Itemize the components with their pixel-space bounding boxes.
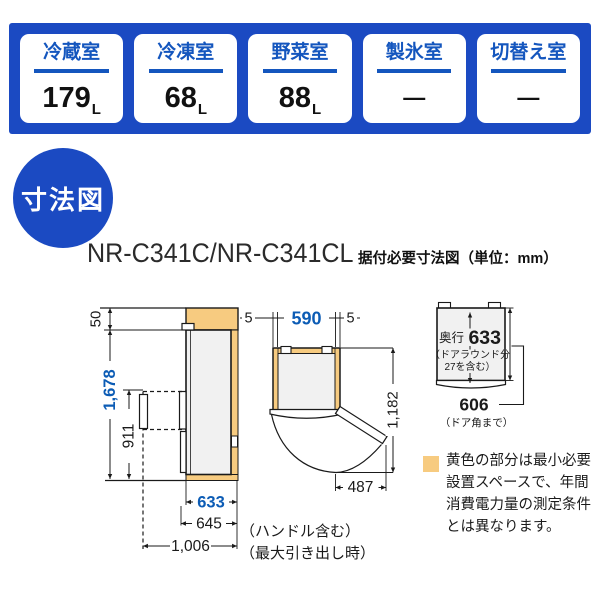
legend-yellow-swatch — [423, 456, 439, 472]
capacity-unit: L — [197, 101, 208, 118]
model-number: NR-C341C/NR-C341CL — [87, 238, 354, 268]
dim-clearance-left: 5 — [244, 311, 252, 327]
capacity-card-freezer: 冷凍室 68 L — [134, 34, 238, 123]
dim-depth-door-open: 1,182 — [385, 391, 402, 429]
legend-note: 黄色の部分は最小必要 設置スペースで、年間 消費電力量の測定条件 とは異なります… — [446, 450, 591, 538]
dim-door-corner: 606 — [459, 395, 488, 415]
pullout-drawer-dashed — [142, 390, 186, 549]
capacity-label: 冷凍室 — [157, 42, 215, 63]
depth-view-diagram: 奥行 633 （ドアラウンド分 27を含む） 606 （ドア角まで） — [430, 301, 525, 429]
depth-prefix: 奥行 — [439, 331, 464, 345]
capacity-value: 68 — [164, 81, 197, 114]
legend-line: 消費電力量の測定条件 — [446, 497, 591, 513]
capacity-value: — — [517, 85, 540, 110]
capacity-underline — [377, 69, 452, 73]
dim-depth-pullout: 1,006 — [171, 538, 210, 555]
dim-clearance-right: 5 — [346, 311, 354, 327]
legend-line: 黄色の部分は最小必要 — [446, 453, 591, 469]
caption-includes-handle: （ハンドル含む） — [240, 523, 361, 540]
depth-note-line1: （ドアラウンド分 — [430, 349, 510, 361]
diagram-subtitle: 据付必要寸法図（単位：mm） — [358, 251, 558, 267]
capacity-value: 88 — [278, 81, 312, 114]
capacity-unit: L — [91, 101, 101, 118]
dimension-section-badge: 寸法図 — [13, 148, 113, 248]
legend-line: 設置スペースで、年間 — [446, 475, 589, 491]
dim-total-height: 1,678 — [101, 369, 119, 410]
dim-pullout-height: 911 — [121, 424, 138, 449]
depth-value: 633 — [468, 327, 501, 349]
dim-depth-body: 633 — [197, 494, 225, 512]
capacity-value: — — [403, 85, 426, 110]
capacity-card-switchable: 切替え室 — — [476, 34, 581, 123]
badge-label: 寸法図 — [20, 184, 105, 215]
side-view-diagram: 50 1,678 911 633 645 1,006 — [88, 307, 239, 555]
capacity-card-icemaker: 製氷室 — — [362, 34, 466, 123]
capacity-label: 野菜室 — [271, 42, 329, 63]
depth-note-line2: 27を含む） — [444, 360, 495, 373]
dim-top-clearance: 50 — [88, 311, 105, 328]
door-corner-note: （ドア角まで） — [440, 417, 514, 429]
dim-width: 590 — [291, 309, 321, 329]
capacity-card-vegetable: 野菜室 88 L — [248, 34, 352, 123]
caption-max-pullout: （最大引き出し時） — [240, 545, 376, 562]
dimension-diagram: 50 1,678 911 633 645 1,006 — [88, 301, 525, 555]
capacity-card-fridge: 冷蔵室 179 L — [20, 34, 124, 123]
capacity-underline — [491, 69, 566, 73]
top-view-diagram: 5 590 5 1,182 487 — [240, 308, 402, 496]
capacity-label: 製氷室 — [385, 42, 443, 63]
capacity-underline — [262, 69, 338, 73]
capacity-label: 切替え室 — [490, 42, 567, 63]
capacity-banner: 冷蔵室 179 L 冷凍室 68 L 野菜室 88 L 製氷室 — [9, 23, 591, 134]
legend-line: とは異なります。 — [446, 519, 561, 535]
capacity-underline — [148, 69, 223, 73]
dim-depth-handle: 645 — [196, 516, 222, 533]
dim-door-swing: 487 — [348, 479, 374, 496]
capacity-underline — [34, 69, 109, 73]
depth-label-line: 奥行 633 — [439, 327, 501, 349]
capacity-value: 179 — [42, 81, 91, 114]
capacity-label: 冷蔵室 — [43, 42, 101, 63]
capacity-unit: L — [312, 101, 322, 118]
